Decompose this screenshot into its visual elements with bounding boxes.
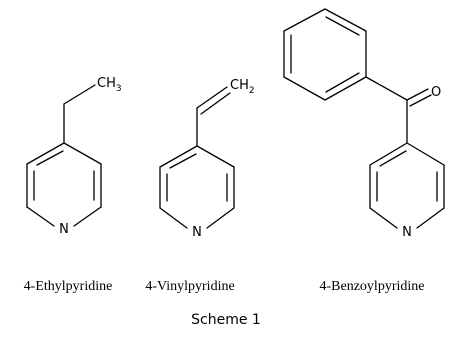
scheme-caption: Scheme 1 bbox=[191, 312, 261, 328]
benzoylpyridine-oxygen-label: O bbox=[431, 85, 441, 100]
vinylpyridine-double-bond-b bbox=[200, 92, 231, 115]
benzoylpyridine-carbonyl-double-b bbox=[409, 94, 432, 107]
ethylpyridine-bond-ch2-ch3 bbox=[63, 84, 96, 105]
benzoylpyridine-carbonyl-double-a bbox=[406, 88, 429, 101]
benzoylpyridine-bond-phenyl-carbonyl bbox=[365, 76, 408, 101]
ethylpyridine-ring bbox=[26, 142, 102, 227]
benzoylpyridine-structure: O N bbox=[283, 8, 445, 240]
vinylpyridine-ch2-label: CH2 bbox=[230, 78, 255, 96]
vinylpyridine-name: 4-Vinylpyridine bbox=[145, 279, 234, 294]
benzoylpyridine-nitrogen-label: N bbox=[402, 225, 412, 240]
ethylpyridine-name: 4-Ethylpyridine bbox=[24, 279, 113, 294]
vinylpyridine-ring bbox=[159, 145, 235, 229]
vinylpyridine-nitrogen-label: N bbox=[192, 225, 202, 240]
benzoylpyridine-pyridine-ring bbox=[369, 142, 445, 229]
vinylpyridine-structure: CH2 N bbox=[159, 78, 255, 240]
benzoylpyridine-name: 4-Benzoylpyridine bbox=[320, 279, 425, 294]
benzoylpyridine-phenyl-ring bbox=[283, 8, 367, 101]
vinylpyridine-double-bond-a bbox=[196, 86, 228, 109]
ethylpyridine-nitrogen-label: N bbox=[59, 222, 69, 237]
ethylpyridine-ch3-label: CH3 bbox=[97, 76, 122, 94]
ethylpyridine-structure: CH3 N bbox=[26, 76, 122, 237]
